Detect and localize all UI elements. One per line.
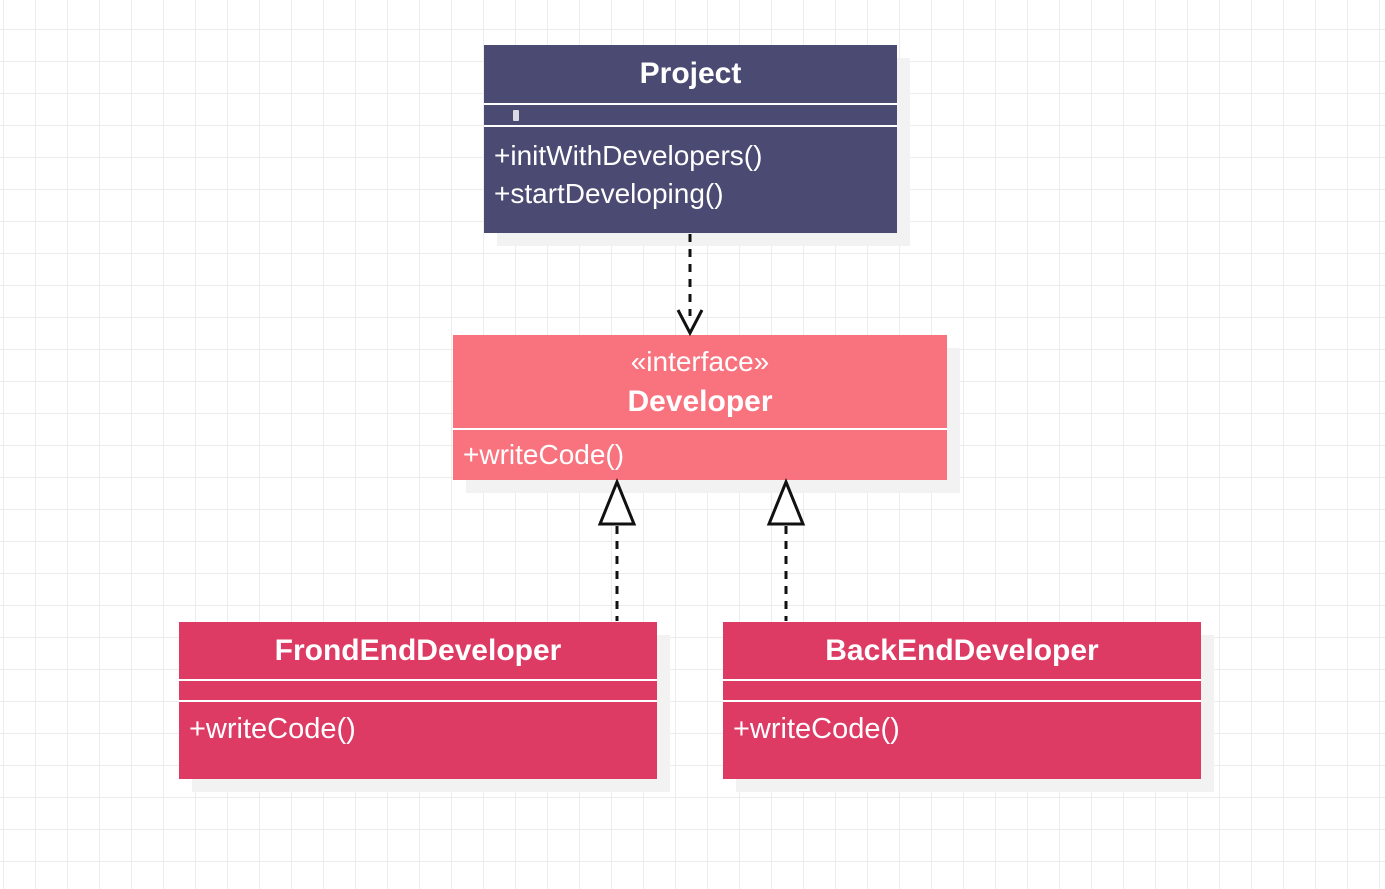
hollow-triangle-arrowhead-icon (766, 478, 806, 526)
method-label: +writeCode() (463, 439, 625, 470)
section-divider (179, 679, 657, 681)
open-arrowhead-icon (676, 309, 704, 337)
realization-arrow-frondend-to-developer[interactable] (597, 478, 637, 621)
class-box-project[interactable]: Project +initWithDevelopers() +startDeve… (484, 45, 897, 233)
class-name: FrondEndDeveloper (274, 633, 562, 667)
class-name: BackEndDeveloper (825, 633, 1099, 667)
interface-title: «interface» Developer (453, 335, 947, 428)
hollow-triangle-arrowhead-icon (597, 478, 637, 526)
class-box-frondenddeveloper[interactable]: FrondEndDeveloper +writeCode() (179, 622, 657, 779)
section-divider (723, 700, 1201, 702)
class-name: Developer (627, 384, 773, 418)
stereotype-label: «interface» (630, 345, 770, 377)
section-divider (453, 428, 947, 430)
section-divider (484, 125, 897, 127)
class-name: Project (639, 57, 742, 90)
method-label: +startDeveloping() (494, 178, 724, 209)
method-label: +writeCode() (733, 713, 900, 745)
section-divider (179, 700, 657, 702)
attributes-section (484, 105, 897, 125)
dependency-arrow-project-to-developer[interactable] (676, 234, 704, 337)
method-label: +writeCode() (189, 713, 356, 745)
text-caret (513, 110, 519, 121)
interface-box-developer[interactable]: «interface» Developer +writeCode() (453, 335, 947, 480)
section-divider (723, 679, 1201, 681)
methods-section: +writeCode() (453, 430, 947, 480)
section-divider (484, 103, 897, 105)
methods-section: +writeCode() (179, 702, 657, 779)
class-box-backenddeveloper[interactable]: BackEndDeveloper +writeCode() (723, 622, 1201, 779)
attributes-section (179, 681, 657, 700)
realization-arrow-backend-to-developer[interactable] (766, 478, 806, 621)
methods-section: +initWithDevelopers() +startDeveloping() (484, 127, 897, 233)
method-label: +initWithDevelopers() (494, 140, 763, 171)
attributes-section (723, 681, 1201, 700)
methods-section: +writeCode() (723, 702, 1201, 779)
